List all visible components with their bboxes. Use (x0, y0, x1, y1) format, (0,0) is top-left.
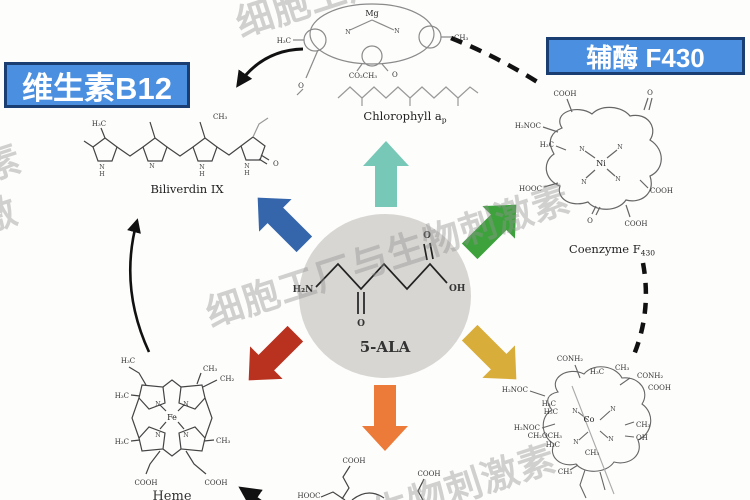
heme-fe: Fe (167, 413, 177, 422)
biliverdin-ch3: CH₃ (213, 113, 227, 121)
heme-name: Heme (152, 489, 191, 500)
heme-cooh-right: COOH (205, 479, 228, 487)
five-ala-structure (315, 242, 448, 314)
hydroxyl-label: OH (449, 284, 466, 294)
b12-n3: N (573, 439, 579, 446)
vitamin-b12-structure (529, 364, 652, 499)
b12-h3c-top: H₃C (590, 368, 604, 376)
arrow-down-left-red (248, 325, 304, 381)
heme-cooh-left: COOH (135, 479, 158, 487)
bottom-cooh-1: COOH (343, 457, 366, 465)
coenzyme-f430-label-box: 辅酶 F430 (546, 37, 745, 75)
chlorophyll-o-left: O (298, 82, 304, 90)
f430-name: Coenzyme F430 (569, 242, 655, 258)
arrow-up-right-green (461, 204, 517, 260)
arrow-up-left-blue (257, 197, 313, 253)
radial-arrows (248, 141, 517, 451)
b12-ch3-b: CH₃ (585, 449, 599, 457)
heme-ch3-br: CH₃ (216, 437, 230, 445)
heme-n4: N (183, 432, 189, 439)
center-circle (299, 214, 471, 378)
heme-h3c-l: H₃C (115, 392, 129, 400)
biliverdin-h1: H (99, 171, 105, 178)
arrow-down-right-yellow (461, 324, 517, 380)
bottom-cooh-2: COOH (418, 470, 441, 478)
heme-n1: N (155, 401, 161, 408)
heme-h3c-bl: H₃C (115, 438, 129, 446)
f430-h2noc: H₂NOC (515, 122, 541, 130)
arrow-heme-to-biliverdin (127, 218, 151, 353)
f430-structure (542, 97, 662, 218)
biliverdin-structure (83, 117, 270, 165)
heme-ch2: CH₂ (220, 375, 234, 383)
f430-cooh-right: COOH (650, 187, 673, 195)
chlorophyll-n-left: N (345, 29, 351, 36)
amine-label: H₂N (293, 285, 314, 295)
b12-h3c-m1: H₃C (542, 400, 556, 408)
heme-structure (128, 366, 218, 475)
b12-n2: N (610, 406, 616, 413)
dashed-link-f430-to-b12 (630, 262, 649, 358)
bottom-hooc: HOOC (298, 492, 321, 500)
f430-o-top: O (647, 89, 653, 97)
vitamin-b12-label-box: 维生素B12 (4, 62, 190, 108)
ketone-o-label: O (357, 319, 365, 329)
f430-n1: N (579, 146, 585, 153)
b12-h2noc-2: H₂NOC (514, 424, 540, 432)
biliverdin-n4: N (244, 163, 250, 170)
arrow-up-teal (363, 141, 409, 207)
chlorophyll-name: Chlorophyll ap (363, 109, 446, 125)
biliverdin-n3: N (199, 164, 205, 171)
biliverdin-h3: H (199, 171, 205, 178)
heme-ch3-tr: CH₃ (203, 365, 217, 373)
chlorophyll-ch3: CH₃ (454, 34, 468, 42)
b12-h3c-m2: H₃C (544, 408, 558, 416)
biliverdin-h4: H (244, 170, 250, 177)
f430-ni: Ni (596, 159, 606, 168)
f430-n4: N (615, 176, 621, 183)
dashed-link-chlorophyll-to-f430 (450, 35, 541, 85)
bottom-partial-structure (320, 465, 425, 500)
f430-hooc: HOOC (519, 185, 542, 193)
f430-o-bottom: O (587, 217, 593, 225)
biliverdin-n1: N (99, 164, 105, 171)
b12-conh2-top: CONH₂ (557, 355, 583, 363)
biliverdin-n2: N (149, 163, 155, 170)
carboxyl-o-label: O (423, 231, 431, 241)
heme-n3: N (155, 432, 161, 439)
arrow-to-heme-cooh (238, 486, 263, 500)
f430-cooh-top: COOH (554, 90, 577, 98)
chlorophyll-o-right: O (392, 71, 398, 79)
b12-h3c-b: H₃C (546, 441, 560, 449)
b12-n1: N (572, 408, 578, 415)
arrow-down-orange (362, 385, 408, 451)
five-ala-name: 5-ALA (360, 338, 411, 356)
f430-n2: N (617, 144, 623, 151)
f430-n3: N (581, 179, 587, 186)
chlorophyll-mg: Mg (365, 9, 378, 18)
b12-ch3-r: CH₃ (636, 421, 650, 429)
b12-ether: CH₂OCH₃ (528, 432, 562, 440)
chlorophyll-ester: CO₂CH₃ (349, 72, 377, 80)
b12-n4: N (608, 436, 614, 443)
biliverdin-name: Biliverdin IX (150, 182, 224, 196)
heme-n2: N (183, 401, 189, 408)
chlorophyll-h3c: H₃C (277, 37, 291, 45)
b12-cooh-right: COOH (648, 384, 671, 392)
b12-ch3-bb: CH₃ (558, 468, 572, 476)
b12-conh2-right: CONH₂ (637, 372, 663, 380)
b12-oh-r: OH (636, 434, 648, 442)
chlorophyll-structure (293, 3, 479, 106)
biliverdin-h3c: H₃C (92, 120, 106, 128)
chlorophyll-n-right: N (394, 28, 400, 35)
f430-h3c: H₃C (540, 141, 554, 149)
f430-cooh-bottom: COOH (625, 220, 648, 228)
b12-h2noc-1: H₂NOC (502, 386, 528, 394)
biliverdin-o: O (273, 160, 279, 168)
b12-co: Co (584, 415, 595, 424)
arrow-chlorophyll-to-b12-box (236, 47, 304, 88)
b12-ch3-top: CH₃ (615, 364, 629, 372)
heme-h3c-tl: H₃C (121, 357, 135, 365)
